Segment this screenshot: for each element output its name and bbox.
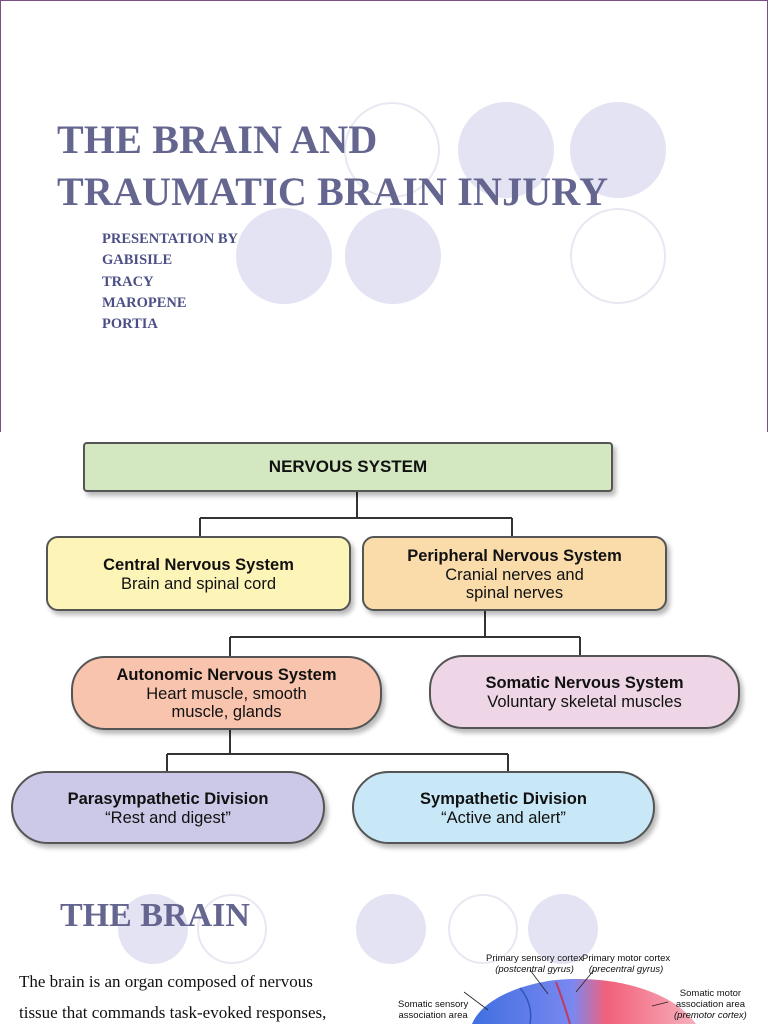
decorative-circle (345, 208, 441, 304)
box-title: Central Nervous System (103, 555, 294, 574)
central-nervous-system-box: Central Nervous System Brain and spinal … (46, 536, 351, 611)
label-name: Primary sensory cortex (486, 953, 584, 964)
parasympathetic-division-box: Parasympathetic Division “Rest and diges… (11, 771, 325, 844)
autonomic-nervous-system-box: Autonomic Nervous System Heart muscle, s… (71, 656, 382, 730)
title-slide: THE BRAIN AND TRAUMATIC BRAIN INJURY PRE… (0, 0, 768, 433)
body-line: The brain is an organ composed of nervou… (19, 972, 313, 991)
brain-figure: Primary sensory cortex (postcentral gyru… (380, 942, 768, 1024)
presenter-name: MAROPENE (102, 294, 187, 311)
label-name: Somatic motor (679, 988, 742, 999)
box-subtitle: “Active and alert” (441, 808, 566, 827)
decorative-circle (570, 102, 666, 198)
label-sub: (precentral gyrus) (588, 964, 664, 975)
label-name: Primary motor cortex (582, 953, 671, 964)
box-title: Sympathetic Division (420, 789, 587, 808)
peripheral-nervous-system-box: Peripheral Nervous System Cranial nerves… (362, 536, 667, 611)
title-line-2: TRAUMATIC BRAIN INJURY (57, 169, 609, 214)
box-subtitle: spinal nerves (465, 583, 564, 602)
label-name: association area (398, 1010, 468, 1021)
presenter-name: GABISILE (102, 252, 173, 269)
brain-shape (472, 978, 696, 1024)
box-subtitle: Brain and spinal cord (120, 574, 276, 593)
box-subtitle: Voluntary skeletal muscles (487, 693, 682, 711)
primary-sensory-cortex-label: Primary sensory cortex (postcentral gyru… (486, 953, 583, 975)
box-title: Peripheral Nervous System (407, 546, 622, 565)
slide-title: THE BRAIN (60, 897, 250, 934)
pointer-line (575, 969, 595, 993)
box-subtitle: Heart muscle, smooth (146, 685, 307, 703)
body-text: The brain is an organ composed of nervou… (19, 966, 389, 1024)
somatic-nervous-system-box: Somatic Nervous System Voluntary skeleta… (429, 655, 740, 729)
presenter-heading: PRESENTATION BY (102, 231, 239, 247)
presenter-list: PRESENTATION BY GABISILE TRACY MAROPENE … (102, 229, 238, 335)
label-name: Somatic sensory (398, 999, 469, 1010)
pointer-line (529, 969, 549, 995)
decorative-ring (570, 208, 666, 304)
label-sub: (postcentral gyrus) (495, 964, 574, 975)
decorative-ring (197, 894, 267, 964)
decorative-circle (236, 208, 332, 304)
brain-gyrus (519, 987, 532, 1024)
brain-gyrus (555, 981, 571, 1024)
decorative-ring (344, 102, 440, 198)
box-title: NERVOUS SYSTEM (268, 457, 428, 476)
pointer-line (651, 1001, 669, 1007)
sympathetic-division-box: Sympathetic Division “Active and alert” (352, 771, 655, 844)
box-title: Parasympathetic Division (67, 789, 269, 808)
connector-lines (166, 492, 581, 771)
pointer-line (463, 991, 489, 1011)
title-line-1: THE BRAIN AND (57, 117, 378, 162)
decorative-circle (118, 894, 188, 964)
presenter-name: PORTIA (102, 316, 158, 333)
label-name: association area (675, 999, 746, 1010)
the-brain-slide: THE BRAIN The brain is an organ composed… (0, 872, 768, 1024)
nervous-system-diagram: NERVOUS SYSTEM Central Nervous System Br… (0, 432, 768, 870)
box-subtitle: Cranial nerves and (445, 565, 584, 584)
slide-title: THE BRAIN AND TRAUMATIC BRAIN INJURY (57, 114, 608, 218)
box-subtitle: muscle, glands (171, 703, 282, 721)
primary-motor-cortex-label: Primary motor cortex (precentral gyrus) (582, 953, 670, 975)
decorative-ring (448, 894, 518, 964)
label-sub: (premotor cortex) (674, 1010, 747, 1021)
somatic-motor-association-label: Somatic motor association area (premotor… (674, 988, 747, 1021)
nervous-system-box: NERVOUS SYSTEM (83, 442, 613, 492)
box-subtitle: “Rest and digest” (105, 808, 231, 827)
box-title: Somatic Nervous System (485, 674, 684, 692)
box-title: Autonomic Nervous System (116, 666, 337, 684)
brain-illustration (463, 969, 696, 1024)
presenter-name: TRACY (102, 273, 154, 290)
decorative-circle (528, 894, 598, 964)
decorative-circle (458, 102, 554, 198)
somatic-sensory-association-label: Somatic sensory association area (398, 999, 468, 1021)
decorative-circle (356, 894, 426, 964)
body-line: tissue that commands task-evoked respons… (19, 1003, 327, 1022)
